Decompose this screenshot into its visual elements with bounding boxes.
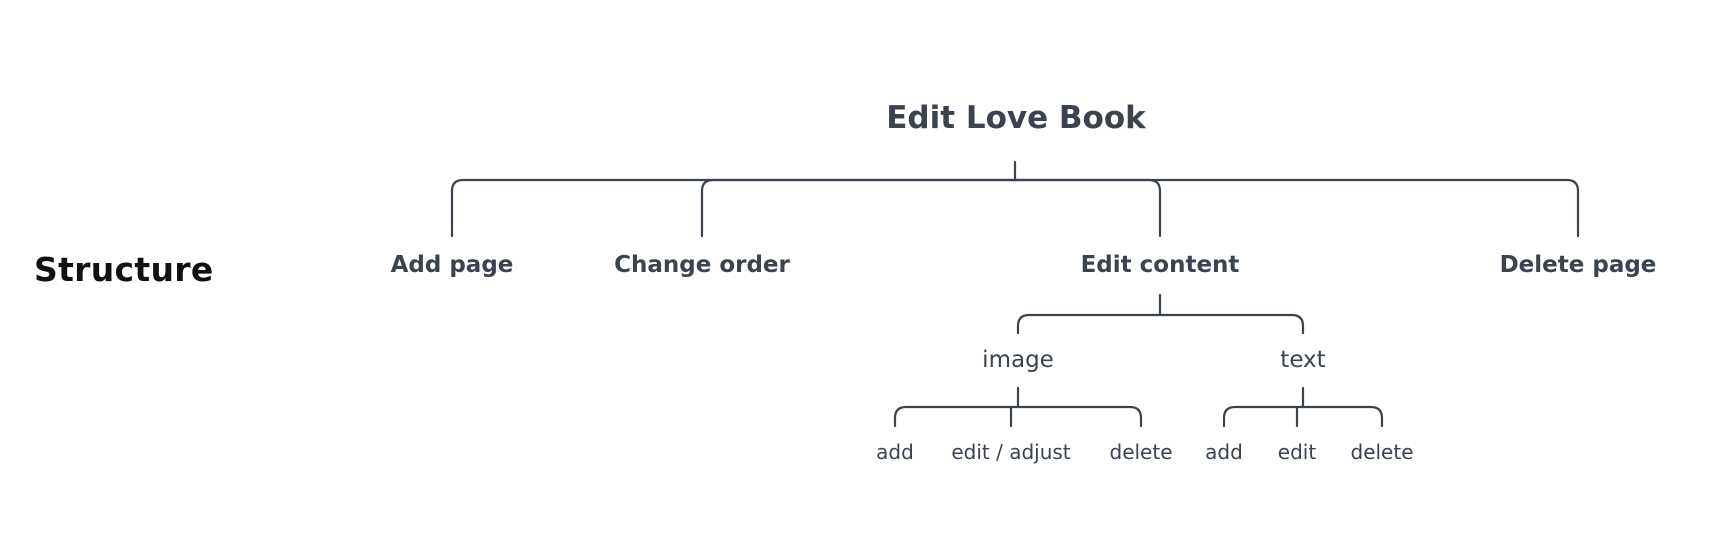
connector-image xyxy=(1016,313,1162,335)
section-label: Structure xyxy=(34,250,214,289)
connector-text-add xyxy=(1222,405,1305,428)
node-image: image xyxy=(982,347,1054,373)
connector-add-page xyxy=(450,178,1017,238)
node-image-add: add xyxy=(876,440,914,464)
connector-text xyxy=(1158,313,1305,335)
node-text-add: add xyxy=(1205,440,1243,464)
connector-image-delete xyxy=(1016,405,1143,428)
node-add-page: Add page xyxy=(390,252,514,278)
connector-text-delete xyxy=(1301,405,1384,428)
node-image-edit-adjust: edit / adjust xyxy=(951,440,1071,464)
node-text-edit: edit xyxy=(1277,440,1317,464)
node-delete-page: Delete page xyxy=(1499,252,1657,278)
node-image-delete: delete xyxy=(1109,440,1173,464)
connector-image-add xyxy=(893,405,1020,428)
connector-edit-content xyxy=(1013,178,1162,238)
node-edit-love-book: Edit Love Book xyxy=(886,100,1146,136)
node-text-delete: delete xyxy=(1350,440,1414,464)
connector-delete-page xyxy=(1013,178,1580,238)
node-change-order: Change order xyxy=(614,252,790,278)
connector-change-order xyxy=(700,178,1017,238)
node-text: text xyxy=(1280,347,1326,373)
node-edit-content: Edit content xyxy=(1080,252,1240,278)
